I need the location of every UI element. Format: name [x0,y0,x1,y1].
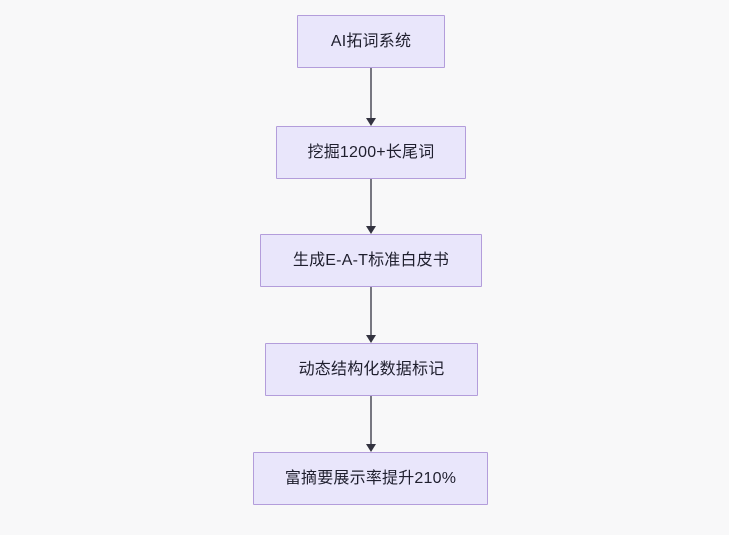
flow-node[interactable]: 生成E-A-T标准白皮书 [260,234,482,287]
arrowhead-icon [365,444,376,452]
flow-node[interactable]: 动态结构化数据标记 [265,343,478,396]
flow-node-label: 生成E-A-T标准白皮书 [292,251,450,269]
flow-node-label: 动态结构化数据标记 [298,360,445,378]
connector-line [370,287,372,335]
flow-node[interactable]: 富摘要展示率提升210% [253,452,488,505]
flow-node[interactable]: 挖掘1200+长尾词 [276,126,466,179]
flow-node-label: 挖掘1200+长尾词 [307,143,435,161]
flow-node-label: AI拓词系统 [330,32,412,50]
arrowhead-icon [365,118,376,126]
arrowhead-icon [365,335,376,343]
flow-node-label: 富摘要展示率提升210% [284,469,457,487]
flow-node[interactable]: AI拓词系统 [297,15,445,68]
connector-line [370,179,372,226]
connector-line [370,396,372,444]
arrowhead-icon [365,226,376,234]
connector-line [370,68,372,118]
